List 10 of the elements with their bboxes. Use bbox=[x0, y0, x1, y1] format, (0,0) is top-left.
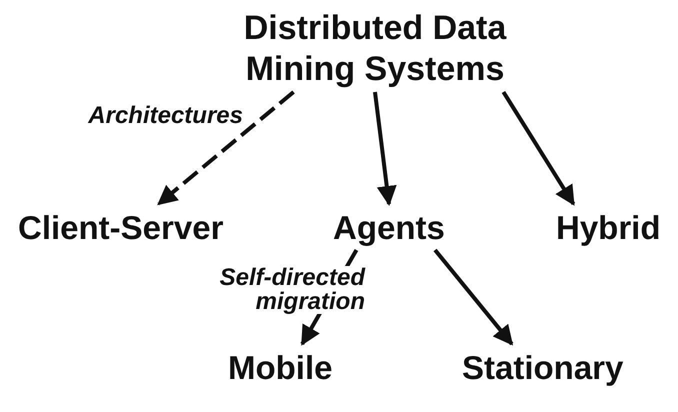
arrow bbox=[434, 248, 514, 346]
node-label: Hybrid bbox=[556, 208, 661, 248]
arrow bbox=[373, 92, 397, 206]
arrow bbox=[157, 90, 295, 206]
arrow bbox=[502, 90, 576, 206]
node-label: Mobile bbox=[228, 348, 332, 388]
node-label: Agents bbox=[333, 208, 445, 248]
node-label: Distributed Data Mining Systems bbox=[225, 8, 525, 90]
node-label: Stationary bbox=[462, 348, 624, 388]
node-label: Client-Server bbox=[18, 208, 224, 248]
